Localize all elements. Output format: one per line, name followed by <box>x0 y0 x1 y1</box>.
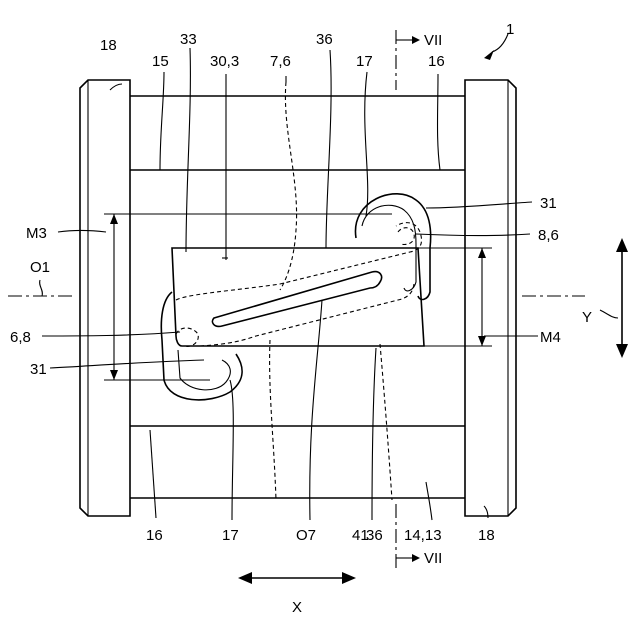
label-6-8: 6,8 <box>10 329 31 346</box>
label-o7: O7 <box>296 527 316 544</box>
lug-lower-left-inner <box>178 350 230 390</box>
label-vii-top: VII <box>424 32 442 49</box>
ref-1-arrowhead <box>484 50 494 60</box>
dim-m4-arrow-bottom <box>478 336 486 346</box>
dim-m3-arrow-top <box>110 214 118 224</box>
dim-m4-arrow-top <box>478 248 486 258</box>
label-x: X <box>292 599 302 616</box>
label-14-13: 14,13 <box>404 527 442 544</box>
label-17-bottom: 17 <box>222 527 239 544</box>
hidden-line-36 <box>380 344 392 500</box>
label-36-top: 36 <box>316 31 333 48</box>
arrow-y-head-bottom <box>616 344 628 358</box>
label-1: 1 <box>506 21 514 38</box>
arrow-y-head-top <box>616 238 628 252</box>
label-18-top: 18 <box>100 37 117 54</box>
section-arrowhead-bottom <box>412 554 420 562</box>
dim-m3-arrow-bottom <box>110 370 118 380</box>
label-16-bottom: 16 <box>146 527 163 544</box>
label-31-left: 31 <box>30 361 47 378</box>
hidden-loop-right <box>398 228 414 245</box>
label-o1: O1 <box>30 259 50 276</box>
section-arrowhead-top <box>412 36 420 44</box>
arrow-x-head-left <box>238 572 252 584</box>
hidden-line-o7 <box>270 340 276 500</box>
label-17-top: 17 <box>356 53 373 70</box>
hidden-contour-6-8 <box>176 223 422 300</box>
label-16-top: 16 <box>428 53 445 70</box>
label-15: 15 <box>152 53 169 70</box>
label-36-bottom: 36 <box>366 527 383 544</box>
label-m4: M4 <box>540 329 561 346</box>
label-30-3: 30,3 <box>210 53 239 70</box>
label-m3: M3 <box>26 225 47 242</box>
hidden-line-7-6 <box>280 82 297 290</box>
hidden-loop-left <box>176 328 198 346</box>
arrow-x-head-right <box>342 572 356 584</box>
label-vii-bottom: VII <box>424 550 442 567</box>
label-7-6: 7,6 <box>270 53 291 70</box>
label-18-bottom: 18 <box>478 527 495 544</box>
label-y: Y <box>582 309 592 326</box>
label-8-6: 8,6 <box>538 227 559 244</box>
leader-lines <box>40 34 618 520</box>
label-33: 33 <box>180 31 197 48</box>
plate-30-3 <box>172 248 424 346</box>
label-31-right: 31 <box>540 195 557 212</box>
